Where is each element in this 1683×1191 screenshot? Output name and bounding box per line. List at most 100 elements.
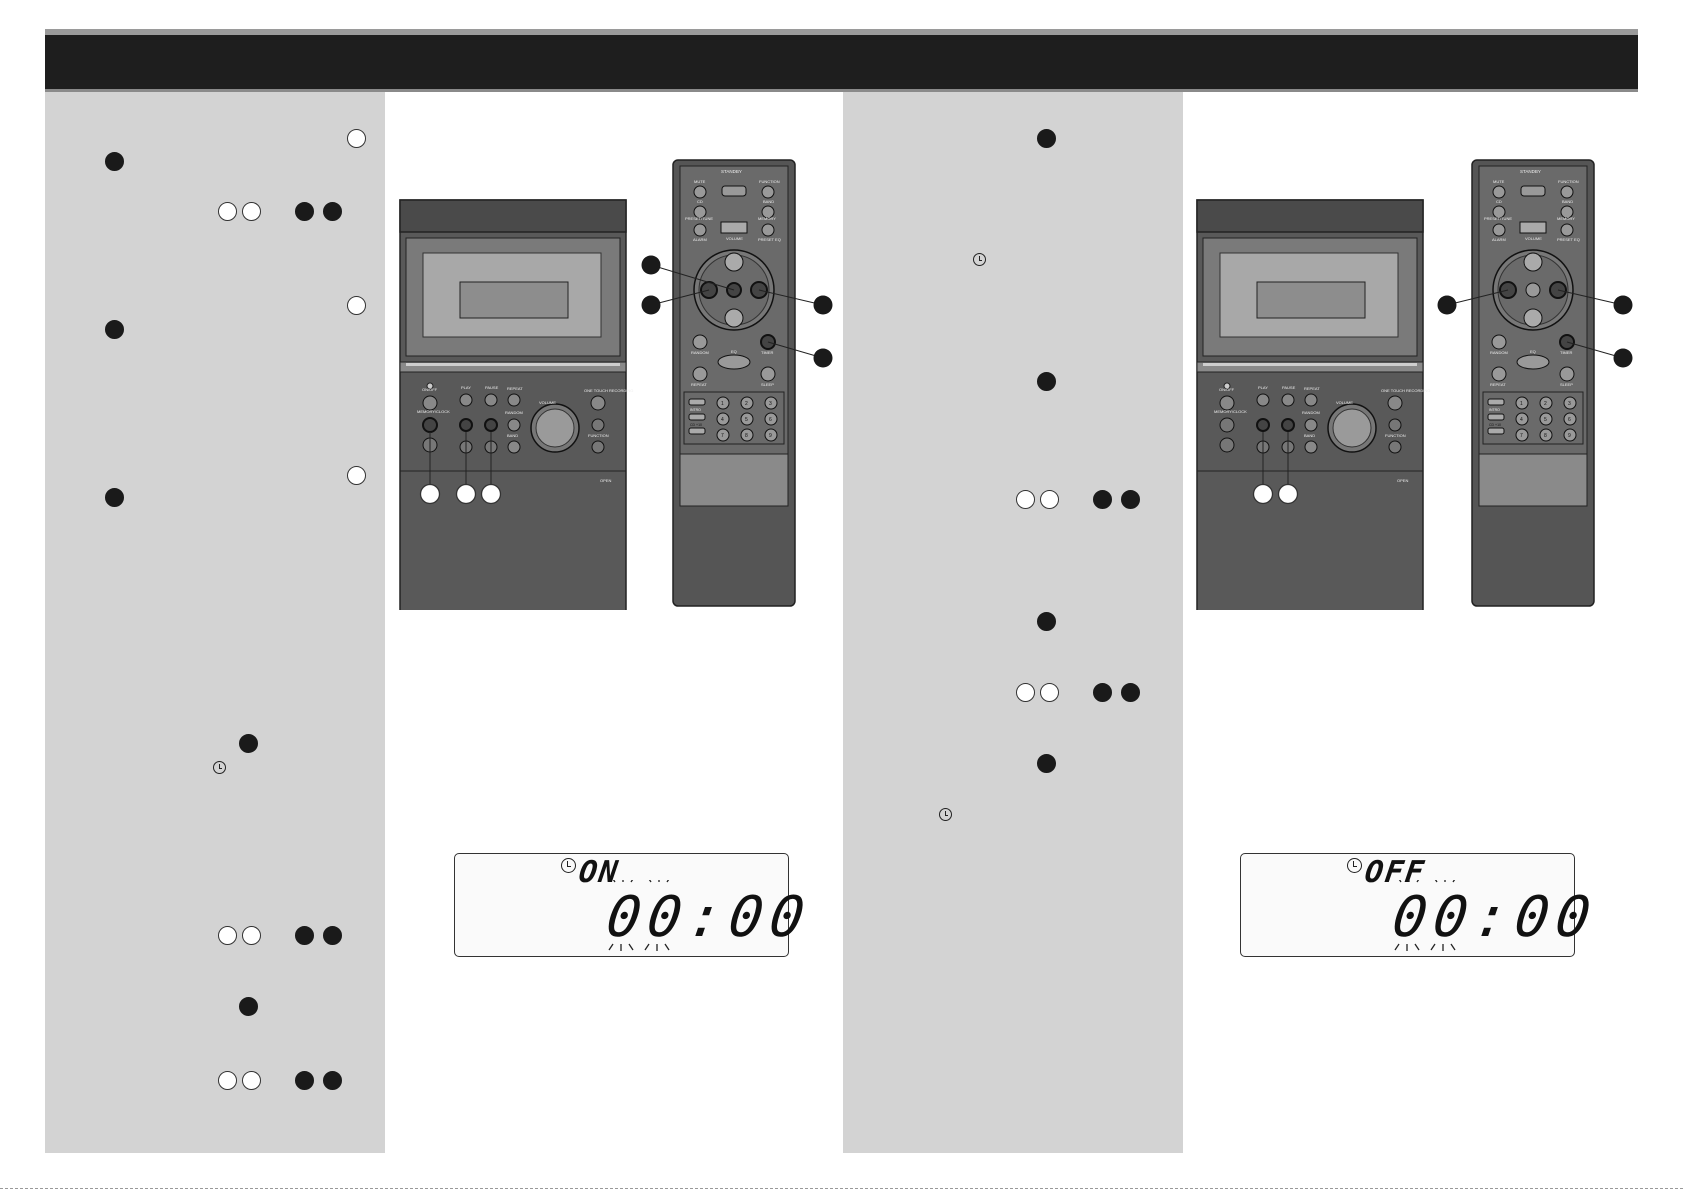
step-marker-solid	[239, 734, 258, 753]
remote-key-label: 3	[1568, 401, 1571, 407]
remote-label: INTRO	[1489, 408, 1500, 412]
remote-key-label: 8	[745, 433, 748, 439]
remote-key-label: 8	[1544, 433, 1547, 439]
step-marker-solid	[1121, 683, 1140, 702]
blink-marks	[608, 880, 670, 951]
step-marker-hollow	[242, 926, 261, 945]
step-marker-solid	[1121, 490, 1140, 509]
step-marker-hollow	[242, 202, 261, 221]
remote-label: STANDBY	[721, 169, 742, 174]
stereo-label: VOLUME	[539, 400, 556, 405]
remote-label: FUNCTION	[759, 179, 780, 184]
remote-key-label: 6	[1568, 417, 1571, 423]
step-marker-solid	[1093, 490, 1112, 509]
remote-label: BAND	[1562, 199, 1573, 204]
remote-key-label: 6	[769, 417, 772, 423]
remote-label: CD	[697, 199, 703, 204]
stereo-label: BAND	[1304, 433, 1315, 438]
remote-label: EQ	[1530, 349, 1536, 354]
step-marker-solid	[1037, 129, 1056, 148]
stereo-label: BAND	[507, 433, 518, 438]
stereo-label: ON/OFF	[1219, 387, 1235, 392]
remote-key-label: 9	[769, 433, 772, 439]
step-marker-hollow	[218, 202, 237, 221]
remote-label: TIMER	[1560, 350, 1573, 355]
stereo-label: VOLUME	[1336, 400, 1353, 405]
step-marker-solid	[105, 320, 124, 339]
stereo-label: FUNCTION	[1385, 433, 1406, 438]
remote-label: SLEEP	[761, 382, 774, 387]
step-marker-hollow	[1016, 683, 1035, 702]
stereo-label: ONE TOUCH RECORDING	[584, 388, 633, 393]
remote-label: PRESET/TUNE	[685, 216, 713, 221]
step-marker-solid	[323, 202, 342, 221]
remote-key-label: 7	[721, 433, 724, 439]
remote-label: BAND	[763, 199, 774, 204]
stereo-label: PAUSE	[1282, 385, 1296, 390]
remote-label: PRESET EQ	[758, 237, 781, 242]
remote-key-label: 9	[1568, 433, 1571, 439]
right-instruction-column	[843, 92, 1183, 1153]
stereo-label: REPEAT	[1304, 386, 1320, 391]
remote-label: MUTE	[694, 179, 706, 184]
stereo-label: ONE TOUCH RECORDING	[1381, 388, 1430, 393]
stereo-label: RANDOM	[505, 410, 523, 415]
stereo-label: PLAY	[1258, 385, 1268, 390]
blink-marks	[1394, 880, 1456, 951]
remote-label: MEMORY	[1557, 216, 1575, 221]
step-marker-solid	[105, 488, 124, 507]
remote-key-label: 4	[721, 417, 724, 423]
remote-key-label: 3	[769, 401, 772, 407]
remote-label: FUNCTION	[1558, 179, 1579, 184]
step-marker-solid	[295, 202, 314, 221]
stereo-label: REPEAT	[507, 386, 523, 391]
header-bar	[45, 35, 1638, 89]
left-instruction-column	[45, 92, 385, 1153]
step-marker-solid	[1093, 683, 1112, 702]
remote-label: STANDBY	[1520, 169, 1541, 174]
step-marker-solid	[295, 926, 314, 945]
stereo-label: MEMORY/CLOCK	[417, 409, 450, 414]
remote-key-label: 1	[721, 401, 724, 407]
remote-control: STANDBY MUTE FUNCTION CD BAND PRESET/TUN…	[672, 159, 796, 607]
stereo-label: ON/OFF	[422, 387, 438, 392]
stereo-label: OPEN	[600, 478, 611, 483]
lcd-display-off: OFF 00:00	[1240, 853, 1601, 957]
remote-key-label: 5	[745, 417, 748, 423]
step-marker-hollow	[1040, 683, 1059, 702]
remote-key-label: 5	[1544, 417, 1547, 423]
remote-label: VOLUME	[1525, 236, 1542, 241]
stereo-unit: ON/OFF PLAY PAUSE REPEAT RANDOM BAND MEM…	[1196, 199, 1430, 610]
clock-icon	[213, 761, 226, 774]
step-marker-solid	[295, 1071, 314, 1090]
step-marker-solid	[1037, 612, 1056, 631]
step-marker-solid	[105, 152, 124, 171]
step-marker-hollow	[1016, 490, 1035, 509]
page-bottom-dashed-line	[0, 1188, 1683, 1189]
left-illustration: ON/OFF PLAY PAUSE REPEAT RANDOM BAND MEM…	[399, 159, 833, 610]
remote-label: PRESET EQ	[1557, 237, 1580, 242]
stereo-unit: ON/OFF PLAY PAUSE REPEAT RANDOM BAND MEM…	[399, 199, 633, 610]
remote-key-label: 1	[1520, 401, 1523, 407]
remote-label: REPEAT	[1490, 382, 1506, 387]
remote-label: TIMER	[761, 350, 774, 355]
remote-label: EQ	[731, 349, 737, 354]
remote-label: ALARM	[1492, 237, 1506, 242]
remote-label: MEMORY	[758, 216, 776, 221]
remote-label: MUTE	[1493, 179, 1505, 184]
remote-key-label: 4	[1520, 417, 1523, 423]
step-marker-solid	[1037, 372, 1056, 391]
remote-label: CD +10	[1489, 423, 1501, 427]
lcd-display-on: ON 00:00	[454, 853, 815, 957]
remote-label: REPEAT	[691, 382, 707, 387]
step-marker-solid	[239, 997, 258, 1016]
remote-label: PRESET/TUNE	[1484, 216, 1512, 221]
remote-key-label: 2	[745, 401, 748, 407]
stereo-label: PAUSE	[485, 385, 499, 390]
step-marker-solid	[323, 1071, 342, 1090]
header-bottom-strip	[45, 89, 1638, 92]
clock-icon	[939, 808, 952, 821]
remote-label: RANDOM	[1490, 350, 1508, 355]
stereo-label: RANDOM	[1302, 410, 1320, 415]
step-marker-hollow	[347, 466, 366, 485]
